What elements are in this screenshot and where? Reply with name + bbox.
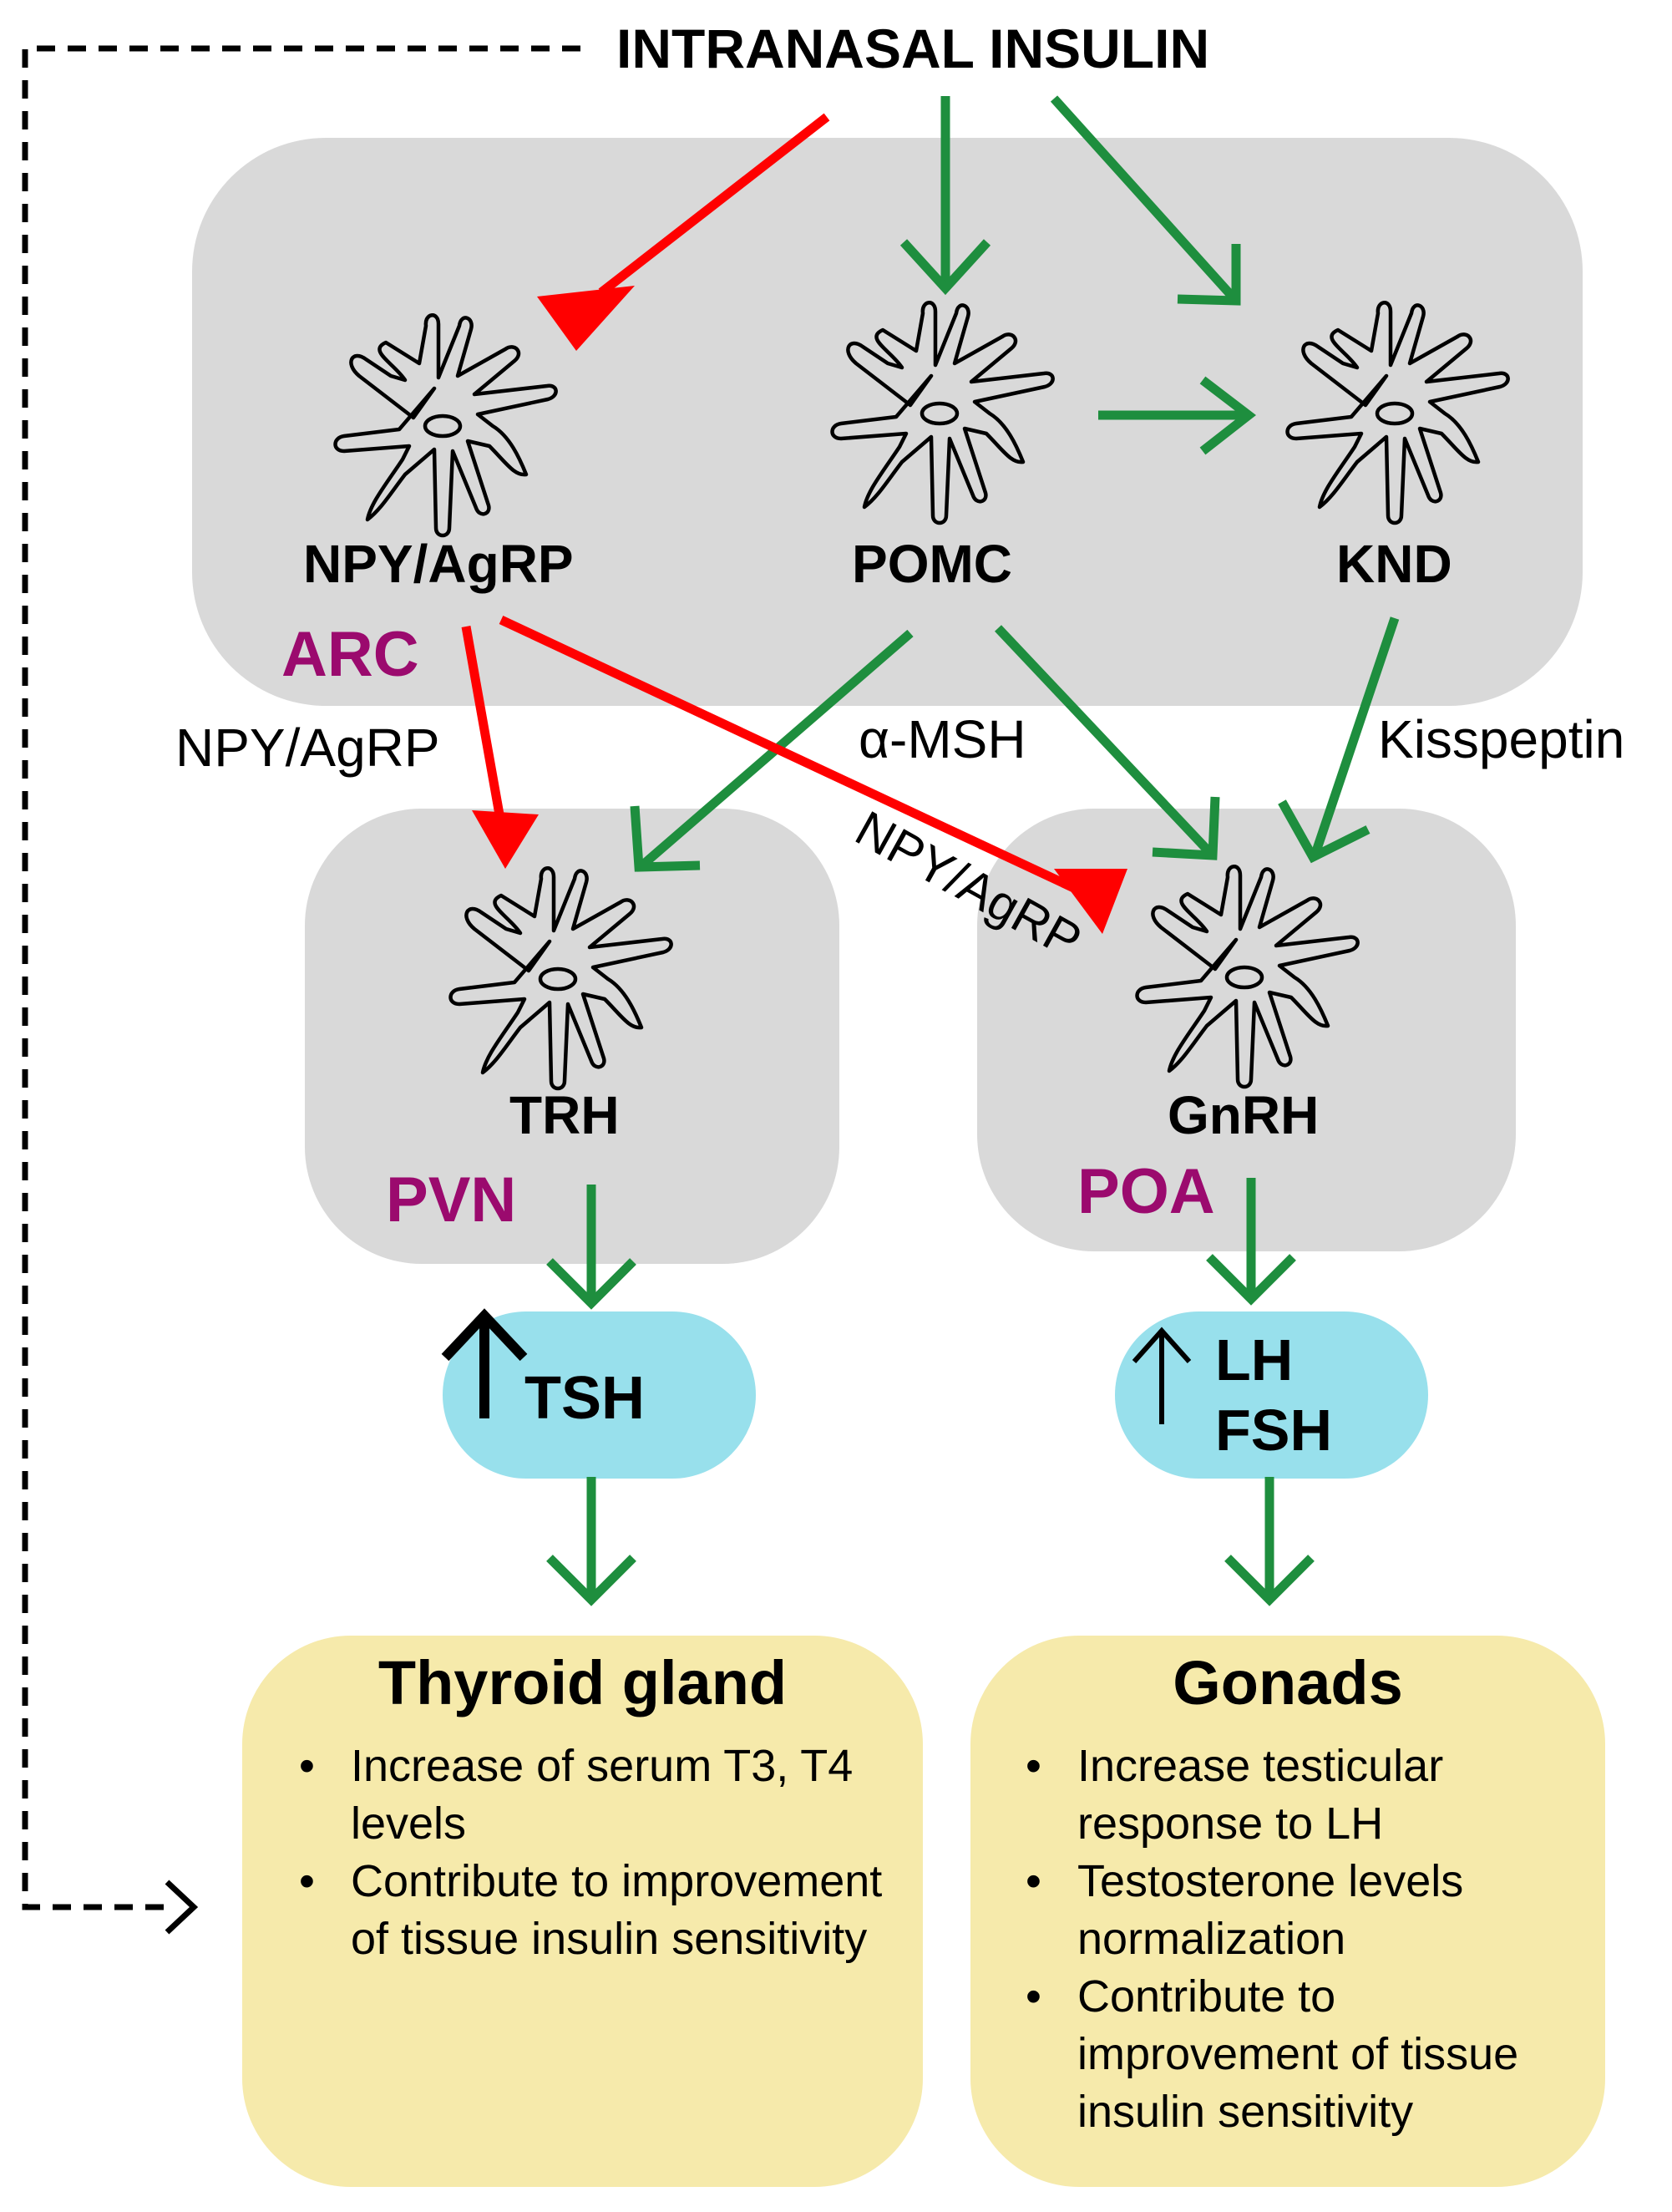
pomc-neuron-icon: [833, 302, 1053, 523]
arc-region: [192, 138, 1583, 706]
trh-neuron-icon: [451, 868, 671, 1088]
npy-agrp-to-trh-label: NPY/AgRP: [175, 718, 440, 778]
npy-agrp-to-gnrh-label: NPY/AgRP: [847, 800, 1091, 969]
gnrh-neuron-icon: [1137, 866, 1358, 1087]
intranasal-insulin-title: INTRANASAL INSULIN: [616, 18, 1210, 79]
gonads-effects-list: Increase testicular response to LH Testo…: [1017, 1738, 1593, 2141]
stimulatory-arrows: [546, 95, 1400, 1606]
gonads-box: Gonads Increase testicular response to L…: [970, 1636, 1605, 2187]
pvn-label: PVN: [386, 1164, 517, 1235]
trh-label: TRH: [509, 1085, 620, 1145]
list-item: Increase testicular response to LH: [1017, 1738, 1593, 1853]
gonads-title: Gonads: [1173, 1648, 1403, 1717]
list-item: Contribute to improvement of tissue insu…: [1017, 1968, 1593, 2141]
thyroid-box: Thyroid gland Increase of serum T3, T4 l…: [242, 1636, 923, 2187]
list-item: Increase of serum T3, T4 levels: [291, 1738, 900, 1853]
inhibitory-arrows: [461, 113, 1127, 934]
tsh-label: TSH: [524, 1365, 645, 1432]
knd-neuron-icon: [1288, 302, 1508, 523]
pomc-label: POMC: [852, 534, 1012, 594]
gnrh-label: GnRH: [1168, 1085, 1320, 1145]
alpha-msh-label: α-MSH: [859, 709, 1026, 769]
poa-label: POA: [1077, 1156, 1215, 1227]
list-item: Testosterone levels normalization: [1017, 1853, 1593, 1968]
npy-agrp-neuron-icon: [336, 315, 556, 535]
increase-arrows: [441, 1308, 1192, 1424]
npy-agrp-label: NPY/AgRP: [303, 534, 574, 594]
arc-label: ARC: [281, 619, 419, 690]
lh-label: LH: [1215, 1327, 1294, 1393]
thyroid-title: Thyroid gland: [377, 1648, 788, 1717]
knd-label: KND: [1336, 534, 1452, 594]
kisspeptin-label: Kisspeptin: [1378, 709, 1625, 769]
dashed-systemic-pathway: [22, 45, 580, 1935]
tsh-pill: [443, 1311, 756, 1479]
thyroid-effects-list: Increase of serum T3, T4 levels Contribu…: [291, 1738, 900, 1968]
list-item: Contribute to improvement of tissue insu…: [291, 1853, 900, 1968]
fsh-label: FSH: [1215, 1398, 1332, 1463]
